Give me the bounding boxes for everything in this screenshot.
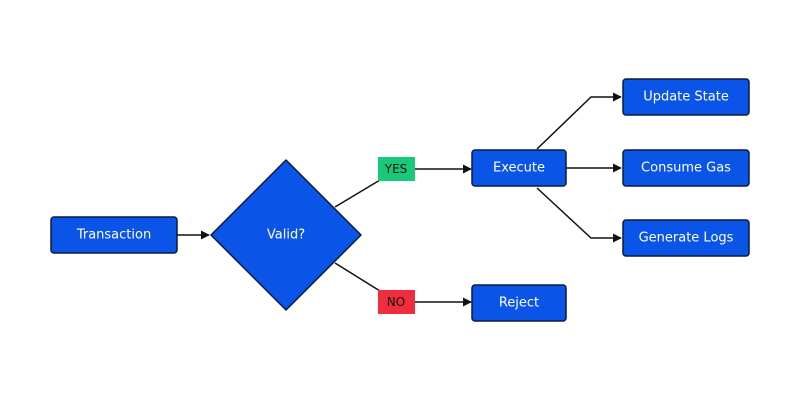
node-execute-label: Execute [493,161,545,176]
edges [177,92,622,307]
no-branch-label: NO [387,295,405,309]
edge-execute-to-update-state [536,92,622,150]
node-transaction-label: Transaction [76,228,151,243]
node-valid-decision: Valid? [210,159,362,311]
edge-execute-to-generate-logs [536,187,622,243]
node-valid-label: Valid? [267,228,305,243]
node-update-state: Update State [622,78,750,116]
edge-valid-to-yes [334,179,381,208]
node-reject: Reject [471,284,567,322]
yes-branch-label: YES [384,162,408,176]
edge-valid-to-no [334,262,381,292]
yes-branch-badge: YES [378,157,415,181]
node-generate-logs: Generate Logs [622,219,750,257]
node-transaction: Transaction [50,216,178,254]
node-consume-gas-label: Consume Gas [641,161,731,176]
node-consume-gas: Consume Gas [622,149,750,187]
node-update-state-label: Update State [643,90,729,105]
node-reject-label: Reject [499,296,539,311]
no-branch-badge: NO [378,290,415,314]
node-generate-logs-label: Generate Logs [639,231,734,246]
node-execute: Execute [471,149,567,187]
